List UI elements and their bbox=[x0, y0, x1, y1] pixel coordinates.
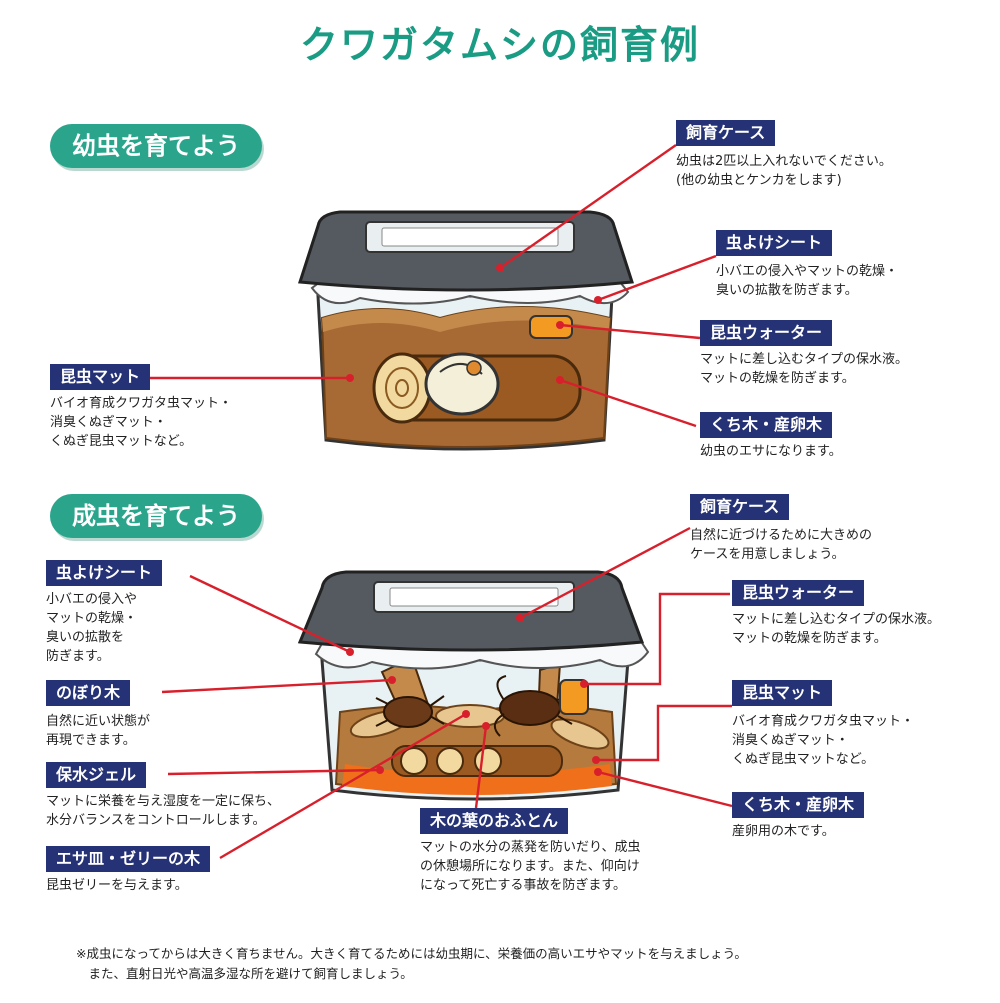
larva-label-case: 飼育ケース bbox=[676, 120, 776, 146]
adult-label-case: 飼育ケース bbox=[690, 494, 790, 520]
larva-desc-case: 幼虫は2匹以上入れないでください。 (他の幼虫とケンカをします) bbox=[676, 154, 892, 188]
adult-section-heading: 成虫を育てよう bbox=[50, 494, 262, 538]
larva-label-water: 昆虫ウォーター bbox=[700, 320, 833, 346]
adult-label-water: 昆虫ウォーター bbox=[732, 580, 865, 606]
larva-desc-mat: バイオ育成クワガタ虫マット・ 消臭くぬぎマット・ くぬぎ昆虫マットなど。 bbox=[50, 396, 233, 449]
larva-desc-sheet: 小バエの侵入やマットの乾燥・ 臭いの拡散を防ぎます。 bbox=[716, 264, 899, 298]
page-title: クワガタムシの飼育例 bbox=[299, 23, 700, 67]
adult-label-gel: 保水ジェル bbox=[46, 762, 147, 788]
larva-case-illustration bbox=[298, 210, 634, 451]
adult-label-feeder: エサ皿・ゼリーの木 bbox=[46, 846, 211, 872]
larva-label-log: くち木・産卵木 bbox=[700, 412, 833, 438]
adult-desc-gel: マットに栄養を与え湿度を一定に保ち、 水分バランスをコントロールします。 bbox=[46, 794, 281, 828]
adult-desc-mat: バイオ育成クワガタ虫マット・ 消臭くぬぎマット・ くぬぎ昆虫マットなど。 bbox=[732, 714, 915, 767]
larva-desc-log: 幼虫のエサになります。 bbox=[700, 444, 842, 459]
adult-label-branch: のぼり木 bbox=[46, 680, 131, 706]
adult-label-log: くち木・産卵木 bbox=[732, 792, 865, 818]
adult-desc-branch: 自然に近い状態が 再現できます。 bbox=[46, 714, 151, 748]
adult-desc-feeder: 昆虫ゼリーを与えます。 bbox=[46, 878, 188, 893]
adult-desc-case: 自然に近づけるために大きめの ケースを用意しましょう。 bbox=[690, 528, 873, 562]
adult-label-leaves: 木の葉のおふとん bbox=[420, 808, 569, 834]
larva-section-heading: 幼虫を育てよう bbox=[50, 124, 262, 168]
leader-lines bbox=[150, 144, 733, 860]
adult-desc-leaves: マットの水分の蒸発を防いだり、成虫 の休憩場所になります。また、仰向け になって… bbox=[420, 840, 641, 893]
adult-label-mat: 昆虫マット bbox=[732, 680, 833, 706]
leader-dots bbox=[346, 264, 602, 776]
larva-label-sheet: 虫よけシート bbox=[716, 230, 833, 256]
adult-label-sheet: 虫よけシート bbox=[46, 560, 163, 586]
larva-desc-water: マットに差し込むタイプの保水液。 マットの乾燥を防ぎます。 bbox=[700, 352, 909, 386]
footnote: ※成虫になってからは大きく育ちません。大きく育てるためには幼虫期に、栄養価の高い… bbox=[76, 946, 747, 981]
adult-case-illustration bbox=[297, 570, 650, 801]
adult-desc-water: マットに差し込むタイプの保水液。 マットの乾燥を防ぎます。 bbox=[732, 612, 941, 646]
adult-desc-sheet: 小バエの侵入や マットの乾燥・ 臭いの拡散を 防ぎます。 bbox=[46, 592, 138, 664]
larva-label-mat: 昆虫マット bbox=[50, 364, 151, 390]
adult-desc-log: 産卵用の木です。 bbox=[732, 824, 835, 839]
